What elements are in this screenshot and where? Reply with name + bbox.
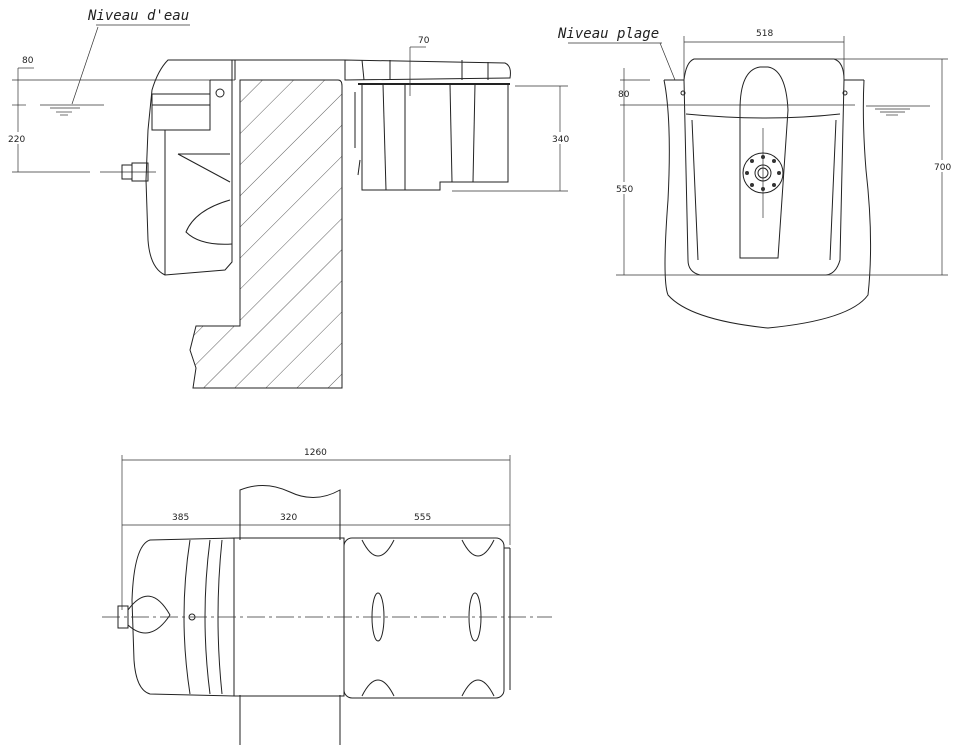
skimmer-basket bbox=[361, 84, 509, 191]
suction-port bbox=[742, 152, 784, 194]
water-level-label: Niveau d'eau bbox=[87, 8, 189, 24]
skimmer-body bbox=[145, 59, 233, 276]
dim-320: 320 bbox=[280, 513, 297, 523]
dim-1260: 1260 bbox=[304, 448, 327, 458]
front-view: Niveau plage 518 80 550 bbox=[557, 26, 956, 329]
dim-80-front: 80 bbox=[618, 90, 630, 100]
dim-550: 550 bbox=[616, 185, 633, 195]
dim-70: 70 bbox=[418, 36, 430, 46]
wall-top bbox=[239, 485, 341, 540]
skimmer-body-top bbox=[131, 537, 235, 697]
dim-700: 700 bbox=[934, 163, 951, 173]
skimmer-flange bbox=[663, 79, 872, 329]
basket-top bbox=[343, 537, 505, 699]
dim-518: 518 bbox=[756, 29, 773, 39]
dim-555: 555 bbox=[414, 513, 431, 523]
dim-220: 220 bbox=[8, 135, 25, 145]
side-view: Niveau d'eau 80 220 bbox=[6, 8, 572, 389]
skimmer-lid bbox=[344, 59, 511, 81]
bolt-circle bbox=[745, 155, 781, 191]
dim-80: 80 bbox=[22, 56, 34, 66]
pool-wall bbox=[189, 79, 343, 389]
dim-340: 340 bbox=[552, 135, 569, 145]
top-view: 1260 385 320 555 bbox=[102, 448, 552, 745]
front-throat bbox=[739, 66, 789, 259]
front-body bbox=[683, 58, 845, 276]
screw-icon bbox=[215, 88, 225, 98]
beach-level-label: Niveau plage bbox=[557, 26, 659, 42]
dim-385: 385 bbox=[172, 513, 189, 523]
